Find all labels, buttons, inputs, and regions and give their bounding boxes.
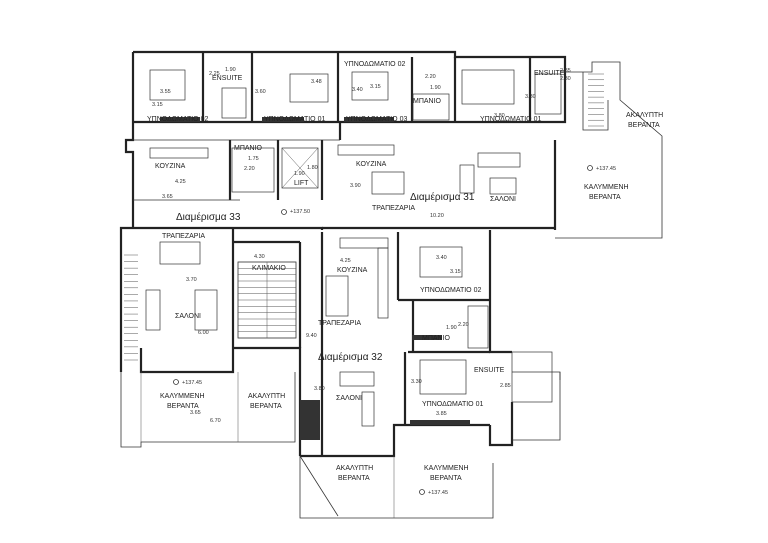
room-label: ΥΠΝΟΔΩΜΑΤΙΟ 01: [264, 116, 325, 123]
dim-label: 1.90: [294, 171, 305, 177]
dim-label: 3.15: [450, 269, 461, 275]
apartment-label-31: Διαμέρισμα 31: [410, 191, 475, 203]
room-label: ΒΕΡΑΝΤΑ: [167, 403, 199, 410]
level-mark: +137.45: [182, 380, 202, 386]
dim-label: 1.90: [446, 325, 457, 331]
dim-label: 3.85: [436, 411, 447, 417]
room-label: ΤΡΑΠΕΖΑΡΙΑ: [162, 233, 205, 240]
room-label: ΜΠΑΝΙΟ: [413, 98, 442, 105]
dim-label: 10.20: [430, 213, 444, 219]
room-label: ΚΑΛΥΜΜΕΝΗ: [424, 465, 469, 472]
room-label: ΥΠΝΟΔΩΜΑΤΙΟ 02: [420, 287, 481, 294]
dim-label: 4.25: [340, 258, 351, 264]
room-label: ΑΚΑΛΥΠΤΗ: [248, 393, 285, 400]
dim-label: 3.40: [352, 87, 363, 93]
terraces: [120, 61, 663, 519]
room-label: ΑΚΑΛΥΠΤΗ: [336, 465, 373, 472]
dim-label: 2.20: [244, 166, 255, 172]
level-mark: +137.45: [596, 166, 616, 172]
room-label: ΣΑΛΟΝΙ: [336, 395, 362, 402]
dim-label: 1.90: [225, 67, 236, 73]
room-label: ΥΠΝΟΔΩΜΑΤΙΟ 03: [346, 116, 407, 123]
dim-label: 6.00: [198, 330, 209, 336]
room-label: ΣΑΛΟΝΙ: [175, 313, 201, 320]
room-label: ΚΟΥΖΙΝΑ: [356, 161, 387, 168]
dim-label: 2.30: [560, 76, 571, 82]
dim-label: 3.48: [311, 79, 322, 85]
dim-label: 3.30: [411, 379, 422, 385]
room-label: ΥΠΝΟΔΩΜΑΤΙΟ 01: [422, 401, 483, 408]
room-label: ΥΠΝΟΔΩΜΑΤΙΟ 02: [147, 116, 208, 123]
room-label: ΤΡΑΠΕΖΑΡΙΑ: [318, 320, 361, 327]
dim-label: 3.30: [525, 94, 536, 100]
room-label: ΚΛΙΜΑΚΙΟ: [252, 265, 286, 272]
apartment-label-33: Διαμέρισμα 33: [176, 211, 241, 223]
room-label: ΤΡΑΠΕΖΑΡΙΑ: [372, 205, 415, 212]
dim-label: 3.15: [152, 102, 163, 108]
room-label: ΒΕΡΑΝΤΑ: [338, 475, 370, 482]
dim-label: 3.80: [494, 113, 505, 119]
dim-label: 4.25: [175, 179, 186, 185]
dim-label: 3.65: [190, 410, 201, 416]
room-label: ΜΠΑΝΙΟ: [234, 145, 263, 152]
dim-label: 3.70: [186, 277, 197, 283]
dim-label: 1.75: [248, 156, 259, 162]
dim-label: 3.15: [370, 84, 381, 90]
dim-label: 3.55: [160, 89, 171, 95]
room-label: LIFT: [294, 180, 309, 187]
dim-label: 3.40: [436, 255, 447, 261]
level-mark: +137.50: [290, 209, 310, 215]
dim-label: 3.65: [162, 194, 173, 200]
dim-label: 9.40: [306, 333, 317, 339]
room-label: ΥΠΝΟΔΩΜΑΤΙΟ 01: [480, 116, 541, 123]
dimension-labels: 1.90 2.25 3.55 3.15 3.60 3.48 3.15 3.40 …: [152, 67, 571, 424]
dim-label: 3.60: [255, 89, 266, 95]
room-label: ΑΚΑΛΥΠΤΗ: [626, 112, 663, 119]
room-label: ΒΕΡΑΝΤΑ: [628, 122, 660, 129]
room-labels: ΥΠΝΟΔΩΜΑΤΙΟ 02 ΥΠΝΟΔΩΜΑΤΙΟ 01 ΥΠΝΟΔΩΜΑΤΙ…: [147, 61, 663, 482]
staircase: [124, 73, 604, 361]
room-label: ΒΕΡΑΝΤΑ: [589, 194, 621, 201]
room-label: ΥΠΝΟΔΩΜΑΤΙΟ 02: [344, 61, 405, 68]
room-label: ΣΑΛΟΝΙ: [490, 196, 516, 203]
room-label: ΚΑΛΥΜΜΕΝΗ: [584, 184, 629, 191]
dim-label: 1.80: [307, 165, 318, 171]
level-symbols: [173, 165, 593, 495]
dim-label: 3.90: [350, 183, 361, 189]
room-label: ΚΑΛΥΜΜΕΝΗ: [160, 393, 205, 400]
apartment-label-32: Διαμέρισμα 32: [318, 351, 383, 363]
level-mark: +137.45: [428, 490, 448, 496]
furniture: [145, 69, 562, 427]
room-label: ENSUITE: [212, 75, 243, 82]
dim-label: 2.85: [560, 68, 571, 74]
level-marks: +137.45 +137.50 +137.45 +137.45: [182, 166, 616, 496]
dim-label: 2.20: [458, 322, 469, 328]
dim-label: 6.70: [210, 418, 221, 424]
dim-label: 3.80: [314, 386, 325, 392]
room-label: ΚΟΥΖΙΝΑ: [337, 267, 368, 274]
room-label: ΒΕΡΑΝΤΑ: [250, 403, 282, 410]
apartment-labels: Διαμέρισμα 33 Διαμέρισμα 31 Διαμέρισμα 3…: [176, 191, 475, 363]
dim-label: 2.20: [425, 74, 436, 80]
room-label: ΒΕΡΑΝΤΑ: [430, 475, 462, 482]
room-label: ENSUITE: [534, 70, 565, 77]
dim-label: 2.85: [500, 383, 511, 389]
dim-label: 4.30: [254, 254, 265, 260]
dim-label: 2.25: [209, 71, 220, 77]
room-label: ENSUITE: [474, 367, 505, 374]
dim-label: 1.90: [430, 85, 441, 91]
room-label: ΚΟΥΖΙΝΑ: [155, 163, 186, 170]
built-ins: [160, 117, 470, 440]
room-label: ΜΠΑΝΙΟ: [422, 335, 451, 342]
